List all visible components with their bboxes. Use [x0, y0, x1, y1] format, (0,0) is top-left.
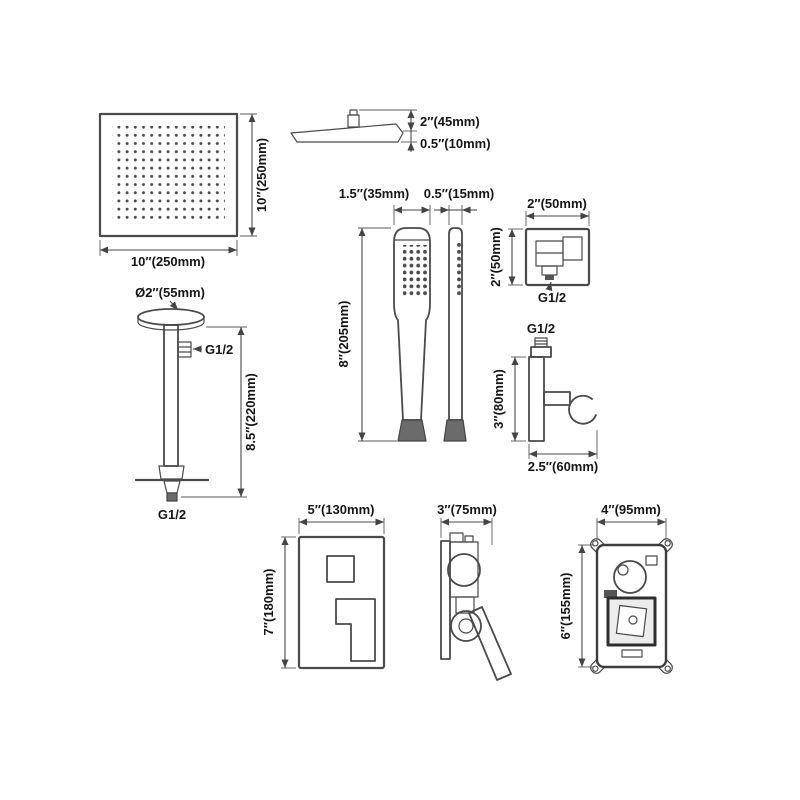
elbow-plate — [524, 227, 591, 287]
showerhead-plate-side — [290, 123, 404, 143]
arm-outlet — [163, 480, 181, 494]
valve-waist — [455, 596, 475, 614]
rough-valve-cartridge — [613, 560, 647, 594]
arm-pipe — [163, 324, 179, 467]
rough-valve-width-label: 4″(95mm) — [601, 502, 661, 517]
ear-hole — [664, 540, 671, 547]
rough-valve-box — [606, 596, 657, 647]
holder-clip — [568, 394, 597, 425]
valve-pivot-inner — [458, 618, 474, 634]
valve-knob-circle — [447, 553, 481, 587]
arm-flange — [137, 308, 205, 326]
holder-body — [528, 356, 545, 442]
showerhead-connector-cap — [349, 109, 358, 116]
holder-height-label: 3″(80mm) — [491, 369, 506, 429]
handshower-side-width-label: 0.5″(15mm) — [424, 186, 495, 201]
rough-valve-side-tab — [604, 590, 617, 598]
showerhead-side-height-label: 2″(45mm) — [420, 114, 480, 129]
valve-pivot-circle — [450, 610, 482, 642]
showerhead-height-label: 10″(250mm) — [254, 138, 269, 212]
rough-in-valve-view: 4″(95mm) 6″(155mm) — [558, 502, 673, 674]
rough-valve-box-insert — [615, 604, 648, 638]
handshower-side-outline — [448, 227, 463, 421]
handshower-nozzle-grid — [403, 245, 429, 297]
valve-top-stub — [449, 532, 464, 543]
holder-arm — [543, 391, 571, 406]
showerhead-connector — [347, 114, 360, 128]
lever-handle — [335, 598, 376, 662]
valve-upper-housing — [449, 541, 479, 598]
showerhead-width-label: 10″(250mm) — [131, 254, 205, 269]
arm-nut — [158, 465, 185, 480]
rough-valve-tab — [645, 555, 658, 566]
arm-diameter-label: Ø2″(55mm) — [135, 285, 205, 300]
trim-width-label: 5″(130mm) — [308, 502, 375, 517]
showerhead-nozzle-grid — [112, 126, 225, 224]
showerhead-face-outline — [98, 112, 239, 238]
handshower-head-width-label: 1.5″(35mm) — [339, 186, 410, 201]
arm-outlet-tip — [166, 492, 178, 502]
elbow-width-label: 2″(50mm) — [527, 196, 587, 211]
holder-inlet-tip — [534, 337, 548, 348]
showerhead-front-view: 10″(250mm) 10″(250mm) — [98, 112, 269, 269]
arm-bottom-thread-label: G1/2 — [158, 507, 186, 522]
handshower-side-nozzles — [455, 243, 461, 298]
valve-side-view: 3″(75mm) — [437, 502, 512, 681]
holder-width-label: 2.5″(60mm) — [528, 459, 599, 474]
handshower-front-outline — [393, 227, 431, 421]
ear-hole — [664, 665, 671, 672]
arm-top-thread-label: G1/2 — [205, 342, 233, 357]
valve-depth-label: 3″(75mm) — [437, 502, 497, 517]
rough-valve-box-detail — [628, 615, 638, 625]
showerhead-plate-thickness-label: 0.5″(10mm) — [420, 136, 491, 151]
wall-elbow-view: 2″(50mm) 2″(50mm) G1/2 — [488, 196, 591, 305]
valve-lever — [468, 606, 512, 681]
arm-flange-edge — [137, 316, 205, 331]
showerhead-side-view: 2″(45mm) 0.5″(10mm) — [290, 109, 491, 152]
handshower-side-connector — [443, 419, 467, 442]
rough-valve-cartridge-detail — [617, 564, 629, 576]
elbow-outlet — [541, 265, 558, 276]
holder-nut — [530, 346, 552, 358]
elbow-outlet-tip — [545, 275, 554, 280]
holder-thread-label: G1/2 — [527, 321, 555, 336]
diverter-button — [326, 555, 355, 583]
elbow-thread-label: G1/2 — [538, 290, 566, 305]
leader-arrow — [545, 281, 553, 292]
rough-valve-height-label: 6″(155mm) — [558, 573, 573, 640]
handshower-length-label: 8″(205mm) — [336, 301, 351, 368]
handshower-holder-view: G1/2 3″(80mm) 2.5″(60mm) — [491, 321, 598, 474]
valve-trim-view: 5″(130mm) 7″(180mm) — [261, 502, 386, 670]
handshower-view: 1.5″(35mm) 0.5″(15mm) 8″(205mm) — [336, 186, 495, 442]
ceiling-arm-view: Ø2″(55mm) G1/2 G1/2 8.5″(220mm) — [134, 285, 258, 522]
elbow-block — [562, 236, 583, 261]
rough-valve-bottom-detail — [621, 649, 643, 658]
handshower-connector — [397, 419, 427, 442]
valve-top-stub-small — [464, 535, 474, 543]
arm-fitting — [177, 341, 192, 358]
elbow-height-label: 2″(50mm) — [488, 227, 503, 287]
trim-plate — [297, 535, 386, 670]
arm-length-label: 8.5″(220mm) — [243, 373, 258, 451]
trim-height-label: 7″(180mm) — [261, 569, 276, 636]
valve-plate-edge — [440, 540, 451, 660]
